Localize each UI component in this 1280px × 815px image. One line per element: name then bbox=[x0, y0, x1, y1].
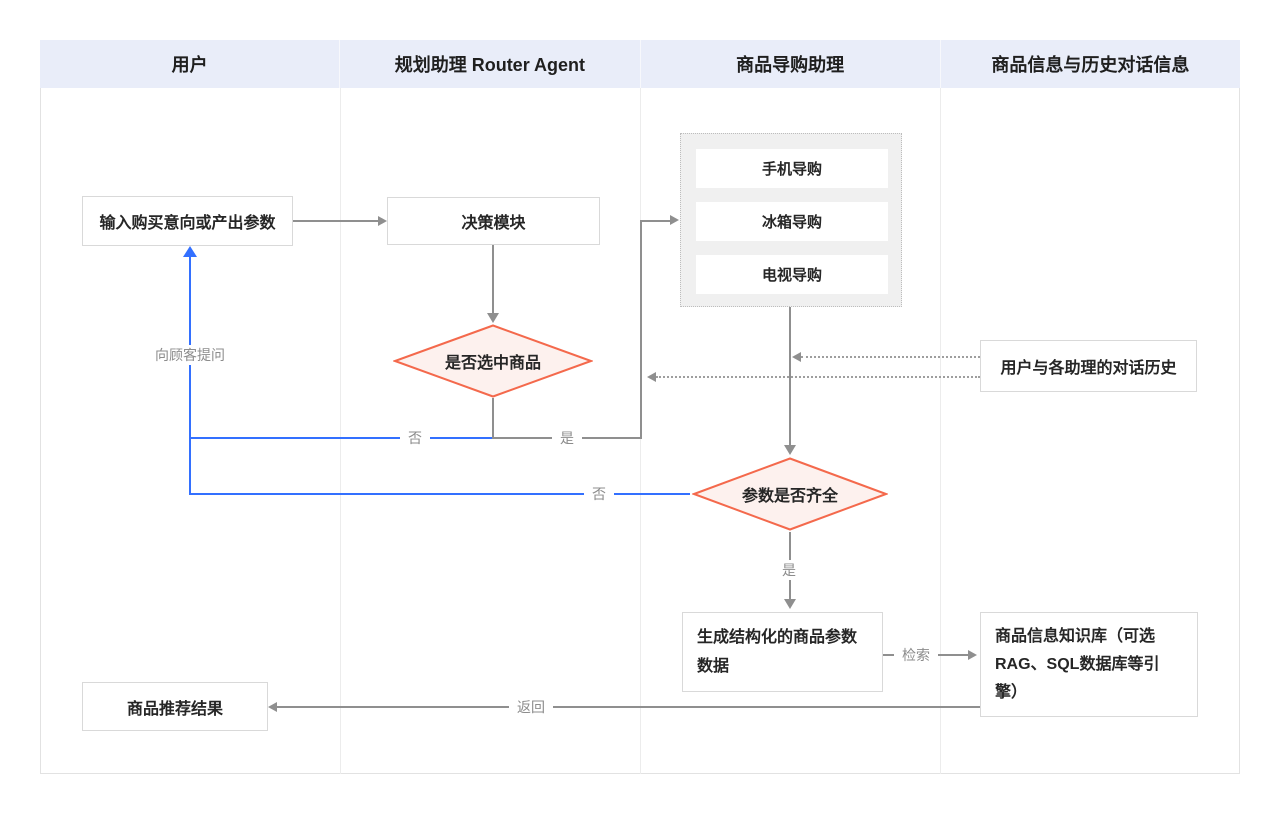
node-input-intent: 输入购买意向或产出参数 bbox=[82, 196, 293, 246]
edge-label-yes1: 是 bbox=[552, 428, 582, 448]
arrowhead-down-icon bbox=[784, 599, 796, 609]
edge-label-retrieve: 检索 bbox=[894, 645, 938, 665]
node-tv-guide: 电视导购 bbox=[696, 255, 888, 294]
node-decision-module: 决策模块 bbox=[387, 197, 600, 245]
edge-return bbox=[277, 706, 980, 708]
lane-header-router-agent: 规划助理 Router Agent bbox=[340, 40, 641, 88]
arrowhead-left-icon bbox=[268, 702, 277, 712]
lane-headers: 用户 规划助理 Router Agent 商品导购助理 商品信息与历史对话信息 bbox=[40, 40, 1240, 88]
decision-diamond-params-complete: 参数是否齐全 bbox=[691, 457, 889, 531]
edge-history-dotted-1 bbox=[801, 356, 980, 358]
edge-label-no1: 否 bbox=[400, 428, 430, 448]
lane-header-shopping-guide: 商品导购助理 bbox=[640, 40, 941, 88]
edge-ask-customer-vertical bbox=[189, 257, 191, 495]
edge-label-ask-customer: 向顾客提问 bbox=[147, 345, 233, 365]
guide-agents-group: 手机导购 冰箱导购 电视导购 bbox=[680, 133, 902, 307]
diamond2-label: 参数是否齐全 bbox=[741, 488, 838, 505]
edge-history-dotted-2 bbox=[656, 376, 980, 378]
diamond-shape bbox=[691, 457, 889, 531]
node-fridge-guide: 冰箱导购 bbox=[696, 202, 888, 241]
edge-input-to-decision bbox=[293, 220, 379, 222]
edge-no2-blue bbox=[190, 493, 690, 495]
arrowhead-left-icon bbox=[792, 352, 801, 362]
node-generate-params: 生成结构化的商品参数数据 bbox=[682, 612, 883, 692]
arrowhead-up-icon bbox=[183, 246, 197, 257]
arrowhead-down-icon bbox=[487, 313, 499, 323]
edge-label-no2: 否 bbox=[584, 484, 614, 504]
node-phone-guide: 手机导购 bbox=[696, 149, 888, 188]
arrowhead-right-icon bbox=[378, 216, 387, 226]
edge-yes1-into-group bbox=[640, 220, 670, 222]
lane-header-user: 用户 bbox=[40, 40, 341, 88]
edge-label-return: 返回 bbox=[509, 697, 553, 717]
arrowhead-left-icon bbox=[647, 372, 656, 382]
edge-no1-blue bbox=[190, 437, 494, 439]
edge-yes1-vertical bbox=[640, 221, 642, 439]
edge-diamond1-stub bbox=[492, 398, 494, 439]
lane-divider bbox=[340, 88, 341, 774]
arrowhead-right-icon bbox=[968, 650, 977, 660]
edge-label-yes2: 是 bbox=[774, 560, 804, 580]
node-knowledge-base: 商品信息知识库（可选RAG、SQL数据库等引擎） bbox=[980, 612, 1198, 717]
lane-divider bbox=[940, 88, 941, 774]
arrowhead-right-icon bbox=[670, 215, 679, 225]
node-recommend-result: 商品推荐结果 bbox=[82, 682, 268, 731]
diamond1-label: 是否选中商品 bbox=[444, 355, 541, 372]
diamond-shape bbox=[392, 324, 594, 398]
node-dialog-history: 用户与各助理的对话历史 bbox=[980, 340, 1197, 392]
lane-header-info-history: 商品信息与历史对话信息 bbox=[940, 40, 1240, 88]
decision-diamond-product-selected: 是否选中商品 bbox=[392, 324, 594, 398]
edge-decision-to-diamond1 bbox=[492, 245, 494, 313]
arrowhead-down-icon bbox=[784, 445, 796, 455]
